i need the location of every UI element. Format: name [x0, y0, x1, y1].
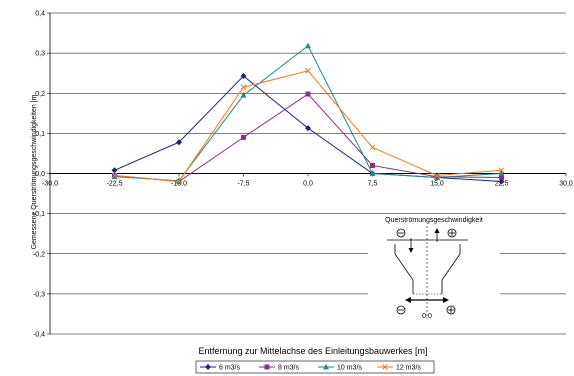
x-tick-label: 30,0 — [559, 181, 573, 188]
x-tick-label: -7,5 — [237, 181, 249, 188]
data-point — [369, 170, 376, 176]
inset-center-label: 0,0 — [422, 313, 432, 320]
legend: 6 m3/s 8 m3/s 10 m3/s 12 m3/s — [195, 360, 435, 374]
data-point-stroke — [111, 172, 118, 179]
data-point — [370, 162, 375, 168]
data-point — [305, 42, 311, 49]
data-point-stroke — [382, 364, 388, 370]
data-point — [434, 172, 440, 179]
y-tick-label: -0,3 — [33, 291, 45, 298]
legend-item: 10 m3/s — [318, 363, 362, 372]
data-point-stroke — [434, 172, 440, 179]
y-tick-label: 0,2 — [35, 91, 45, 98]
legend-label: 6 m3/s — [219, 365, 241, 372]
series-10-m3/s — [111, 42, 505, 184]
data-point — [111, 172, 118, 179]
y-tick-label: -0,1 — [33, 211, 45, 218]
x-tick-label: -30,0 — [42, 181, 58, 188]
data-point — [240, 84, 247, 91]
data-point-stroke — [240, 84, 247, 91]
data-point — [498, 167, 505, 174]
legend-item: 6 m3/s — [200, 364, 241, 372]
data-point — [111, 167, 118, 174]
x-axis-title: Entfernung zur Mittelachse des Einleitun… — [198, 346, 427, 356]
legend-label: 10 m3/s — [337, 365, 362, 372]
x-tick-label: -22,5 — [107, 181, 123, 188]
legend-item: 8 m3/s — [259, 364, 300, 372]
data-point-stroke — [305, 67, 311, 74]
legend-label: 8 m3/s — [278, 365, 300, 372]
inset-funnel — [441, 244, 461, 294]
y-tick-label: -0,2 — [33, 251, 45, 258]
data-point — [499, 175, 504, 181]
y-tick-label: 0,0 — [35, 171, 45, 178]
inset-arrow-up — [434, 228, 440, 233]
x-tick-labels: -30,0-22,5-15,0-7,50,07,515,022,530,0 — [42, 181, 573, 188]
data-point — [382, 364, 388, 370]
data-point — [264, 364, 270, 370]
series-line — [114, 45, 502, 182]
x-tick-label: 7,5 — [368, 181, 378, 188]
data-point-stroke — [176, 178, 182, 185]
inset-background — [368, 214, 500, 332]
series-group — [111, 42, 505, 185]
legend-item: 12 m3/s — [377, 364, 421, 372]
data-point — [498, 170, 505, 176]
data-point — [176, 139, 182, 146]
x-tick-label: 15,0 — [430, 181, 444, 188]
data-point — [305, 91, 311, 97]
series-12-m3/s — [111, 67, 505, 185]
y-tick-label: 0,3 — [35, 51, 45, 58]
series-6-m3/s — [111, 72, 505, 185]
y-axis-title: Gemessene Querströmungsgeschwindigkeiten… — [31, 94, 38, 249]
inset-arrow-down — [408, 248, 414, 253]
data-point — [305, 67, 311, 74]
data-point — [240, 72, 247, 79]
data-point — [305, 125, 311, 132]
inset-title: Querströmungsgeschwindigkeit — [385, 217, 483, 224]
series-8-m3/s — [112, 91, 504, 185]
inset-diagram: Querströmungsgeschwindigkeit 0,0 — [368, 214, 500, 332]
data-point — [176, 178, 182, 185]
data-point — [498, 178, 505, 185]
legend-label: 12 m3/s — [396, 365, 421, 372]
legend-box — [195, 360, 435, 374]
data-point-stroke — [369, 144, 376, 151]
data-point — [323, 363, 329, 370]
inset-funnel — [394, 244, 414, 294]
y-tick-label: 0,4 — [35, 11, 45, 18]
x-tick-label: 0,0 — [303, 181, 313, 188]
data-point — [241, 134, 246, 140]
data-point-stroke — [498, 167, 505, 174]
inset-double-arrow — [443, 297, 449, 303]
y-axis — [47, 12, 51, 335]
y-tick-labels: 0,4 0,3 0,2 0,1 0,0 -0,1 -0,2 -0,3 -0,4 — [33, 11, 45, 339]
data-point — [205, 364, 211, 370]
inset-double-arrow — [405, 297, 411, 303]
data-point — [369, 144, 376, 151]
series-line — [114, 93, 502, 183]
data-point — [434, 174, 440, 180]
data-point — [240, 92, 247, 98]
y-tick-label: -0,4 — [33, 332, 45, 339]
y-tick-label: 0,1 — [35, 131, 45, 138]
